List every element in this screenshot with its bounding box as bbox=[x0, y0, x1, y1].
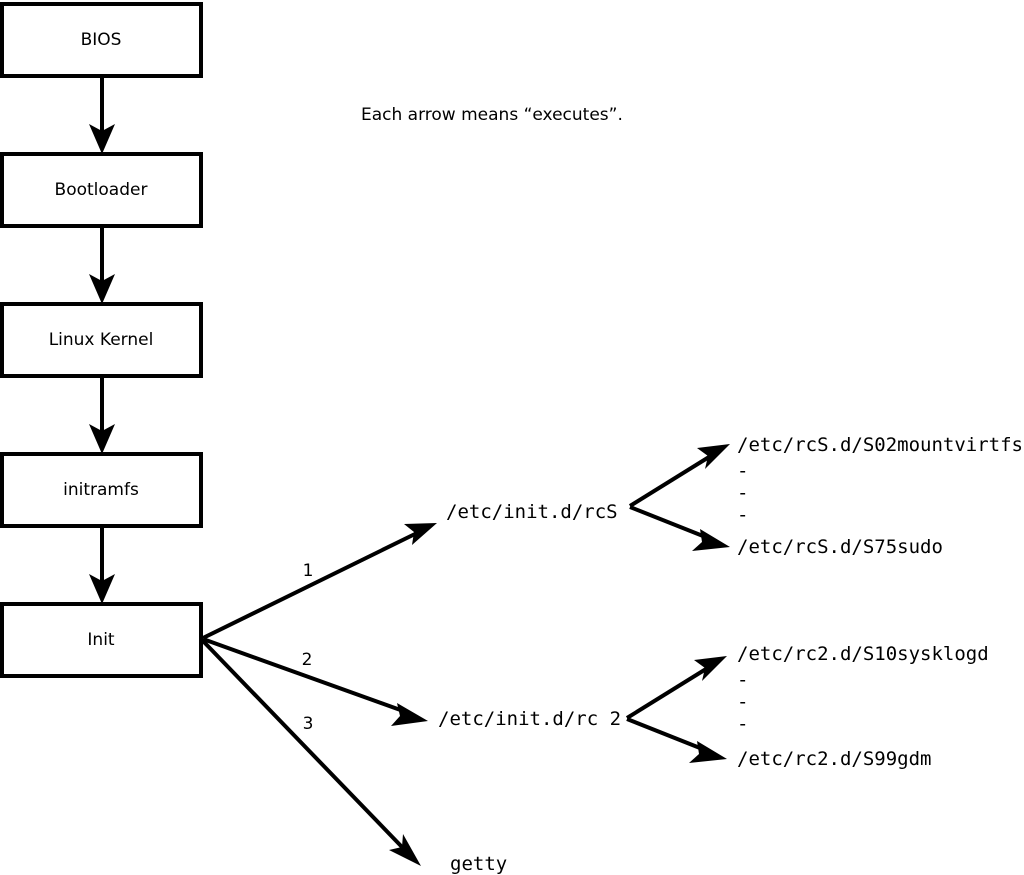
label-init-d-rcs[interactable]: /etc/init.d/rcS bbox=[446, 501, 618, 523]
arrow-init-branch-3 bbox=[201, 639, 421, 866]
arrow-bios-to-bootloader bbox=[89, 76, 115, 154]
arrow-rcs-to-last-script bbox=[629, 505, 730, 551]
diagram-caption: Each arrow means “executes”. bbox=[361, 105, 623, 125]
node-linux-kernel-label: Linux Kernel bbox=[49, 330, 154, 350]
label-init-d-rc2[interactable]: /etc/init.d/rc 2 bbox=[438, 708, 621, 730]
rcs-ellipsis-dash-3: - bbox=[737, 504, 748, 526]
rcs-ellipsis-dash-1: - bbox=[737, 460, 748, 482]
arrow-init-branch-1 bbox=[202, 523, 437, 640]
node-bios[interactable]: BIOS bbox=[0, 2, 203, 78]
label-rc2-first-script[interactable]: /etc/rc2.d/S10sysklogd bbox=[737, 643, 989, 665]
label-getty[interactable]: getty bbox=[450, 853, 507, 875]
node-linux-kernel[interactable]: Linux Kernel bbox=[0, 302, 203, 378]
rc2-ellipsis-dash-3: - bbox=[737, 713, 748, 735]
arrow-bootloader-to-kernel bbox=[89, 226, 115, 304]
node-init[interactable]: Init bbox=[0, 602, 203, 678]
arrow-rc2-to-last-script bbox=[626, 717, 727, 763]
rc2-ellipsis-dash-2: - bbox=[737, 691, 748, 713]
label-rc2-last-script[interactable]: /etc/rc2.d/S99gdm bbox=[737, 748, 931, 770]
branch-number-2: 2 bbox=[302, 650, 313, 670]
arrow-rc2-to-first-script bbox=[625, 656, 727, 720]
node-bios-label: BIOS bbox=[81, 30, 122, 50]
branch-number-3: 3 bbox=[303, 714, 314, 734]
rcs-ellipsis-dash-2: - bbox=[737, 482, 748, 504]
arrow-init-branch-2 bbox=[202, 637, 428, 726]
branch-number-1: 1 bbox=[303, 561, 314, 581]
label-rcs-last-script[interactable]: /etc/rcS.d/S75sudo bbox=[737, 536, 943, 558]
node-initramfs[interactable]: initramfs bbox=[0, 452, 203, 528]
rc2-ellipsis-dash-1: - bbox=[737, 669, 748, 691]
arrow-initramfs-to-init bbox=[89, 526, 115, 604]
node-bootloader[interactable]: Bootloader bbox=[0, 152, 203, 228]
node-initramfs-label: initramfs bbox=[63, 480, 139, 500]
label-rcs-first-script[interactable]: /etc/rcS.d/S02mountvirtfs bbox=[737, 434, 1023, 456]
arrow-rcs-to-first-script bbox=[628, 444, 730, 508]
node-init-label: Init bbox=[87, 630, 115, 650]
node-bootloader-label: Bootloader bbox=[55, 180, 148, 200]
arrow-kernel-to-initramfs bbox=[89, 376, 115, 454]
